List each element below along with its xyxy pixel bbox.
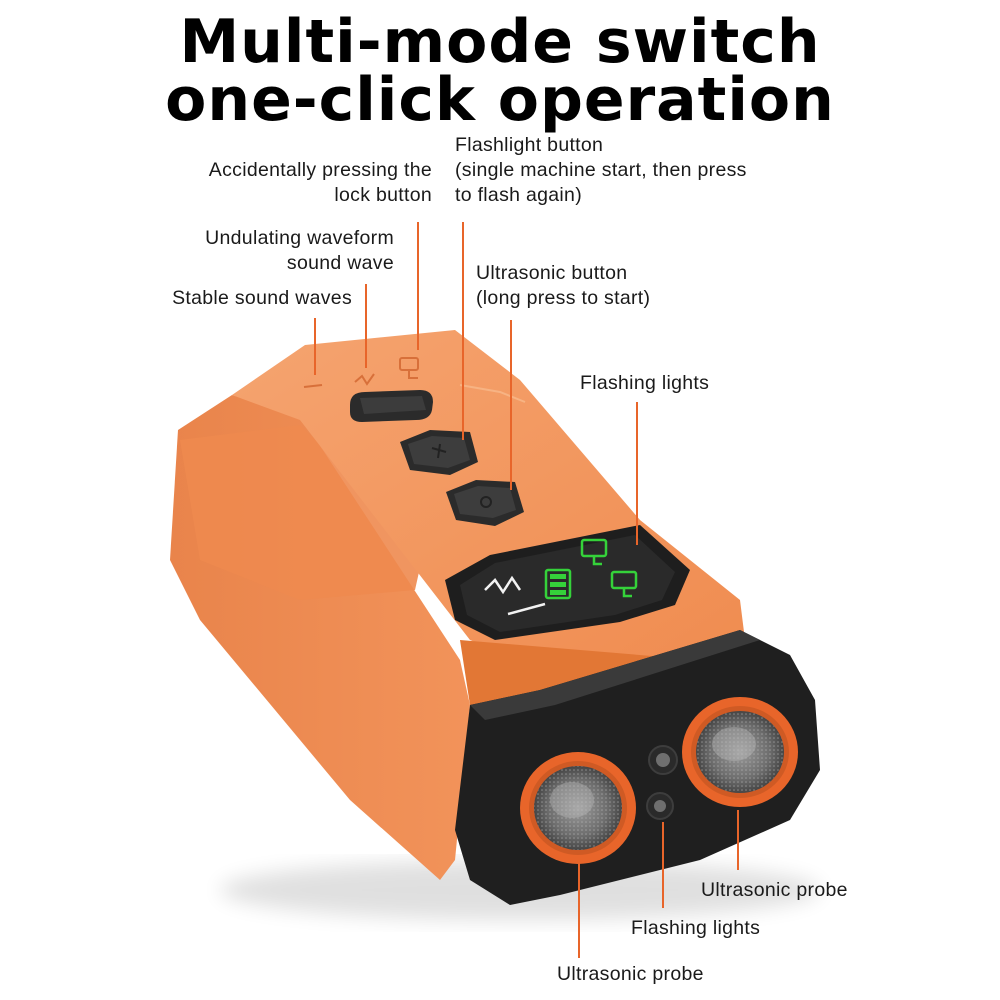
- lock-icon: [399, 357, 419, 379]
- callout-flashlight-button: Flashlight button (single machine start,…: [455, 134, 747, 206]
- callout-ultrasonic-button: Ultrasonic button (long press to start): [476, 262, 651, 309]
- ultrasonic-probe-left: [520, 752, 636, 864]
- stable-wave-mark: [303, 384, 323, 388]
- ultrasonic-icon: [480, 496, 492, 508]
- ultrasonic-probe-right: [682, 697, 798, 807]
- callout-lines: [314, 222, 739, 958]
- callout-ultrasonic-probe-right: Ultrasonic probe: [701, 879, 848, 901]
- callout-ultrasonic-probe-bottom: Ultrasonic probe: [557, 963, 704, 985]
- zigzag-wave-icon: [484, 575, 522, 595]
- indicator-panel: [445, 525, 690, 640]
- callout-lock-button: Accidentally pressing the lock button: [208, 159, 432, 206]
- flat-line-icon: [507, 602, 546, 616]
- headline-line-1: Multi-mode switch: [179, 7, 821, 77]
- callout-undulating-wave: Undulating waveform sound wave: [205, 227, 394, 274]
- lock-switch: [350, 390, 433, 422]
- ultrasonic-button: [446, 480, 524, 526]
- callout-flashing-lights-top: Flashing lights: [580, 372, 710, 394]
- flashing-led-lights: [646, 745, 678, 820]
- flashlight-icon: [431, 443, 447, 459]
- callout-stable-wave: Stable sound waves: [172, 287, 352, 309]
- flashlight-indicator-icon: [580, 538, 638, 598]
- undulating-wave-mark: [354, 373, 375, 386]
- headline-line-2: one-click operation: [165, 65, 835, 135]
- callout-flashing-lights-bottom: Flashing lights: [631, 917, 761, 939]
- battery-icon: [544, 568, 572, 600]
- flashlight-button: [400, 430, 478, 475]
